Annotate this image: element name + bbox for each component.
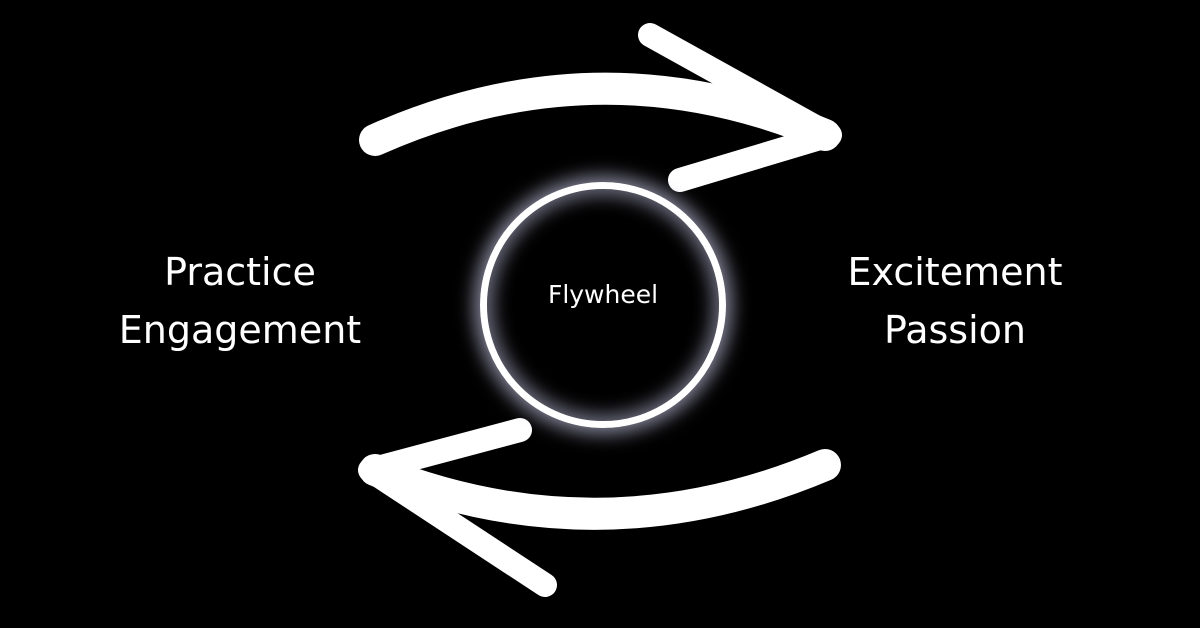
center-label: Flywheel — [547, 280, 659, 309]
right-label-line2: Passion — [884, 308, 1026, 352]
right-label-line1: Excitement — [847, 250, 1063, 294]
top-arrow-icon — [359, 23, 842, 192]
right-label: Excitement Passion — [815, 243, 1095, 359]
left-label: Practice Engagement — [100, 243, 380, 359]
left-label-line1: Practice — [164, 250, 316, 294]
bottom-arrow-icon — [358, 418, 841, 597]
left-label-line2: Engagement — [118, 308, 362, 352]
glowing-ring — [480, 182, 726, 428]
